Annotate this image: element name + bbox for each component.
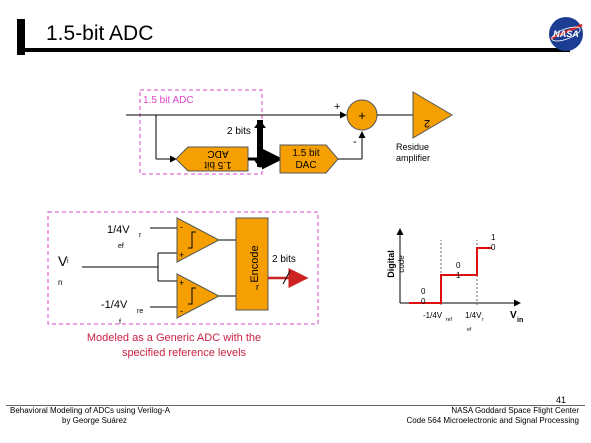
caption-line-2: specified reference levels xyxy=(122,347,247,359)
page-number: 41 xyxy=(556,395,567,405)
amp-gain-label: 2 xyxy=(424,117,430,129)
sum-symbol: + xyxy=(358,108,366,123)
encoder-label-tail: r xyxy=(256,282,259,292)
x-tick-pos-sub: r xyxy=(482,317,484,323)
transfer-characteristic-plot: Digital code V in 0 0 0 1 1 0 -1/4V ref … xyxy=(386,228,523,333)
comp2-minus: - xyxy=(180,306,183,316)
ref-pos-label: 1/4V xyxy=(107,224,130,236)
x-tick-pos: 1/4V xyxy=(465,311,482,320)
sum-plus-sign: + xyxy=(334,101,340,113)
amplifier-triangle-icon xyxy=(412,91,453,139)
generic-adc-dashed-box xyxy=(47,211,319,325)
hysteresis-icon xyxy=(188,287,196,305)
dac-block-label-1: 1.5 bit xyxy=(292,148,319,159)
dac-block xyxy=(279,144,339,174)
x-tick-pos-sub2: ef xyxy=(467,327,472,333)
encoder-block xyxy=(235,217,269,311)
code-10-bottom: 0 xyxy=(491,243,496,252)
encoder-bus-label: 2 bits xyxy=(272,254,296,265)
generic-adc-diagram: 1/4V r ef -1/4V re f V i n - + + - Encod… xyxy=(47,211,319,359)
ref-neg-sub2: f xyxy=(119,319,121,326)
comparator-icon xyxy=(176,217,221,263)
ref-pos-sub2: ef xyxy=(118,243,124,250)
adc-block-label-2: ADC xyxy=(207,148,228,159)
footer-right-line-2: Code 564 Microelectronic and Signal Proc… xyxy=(406,416,579,425)
vin-sub: i xyxy=(67,258,69,265)
pipeline-stage-diagram: 1.5 bit ADC + 1.5 bit ADC 2 bits 1.5 bit… xyxy=(126,89,453,175)
x-axis-label: V xyxy=(510,310,517,321)
caption-line-1: Modeled as a Generic ADC with the xyxy=(87,332,261,344)
comp2-plus: + xyxy=(179,278,184,288)
nasa-logo-text: NASA xyxy=(553,29,579,39)
comp1-plus: + xyxy=(179,250,184,260)
x-tick-neg-sub: ref xyxy=(446,317,452,323)
comp1-minus: - xyxy=(180,222,183,232)
output-bus-slash xyxy=(282,270,291,285)
adc-bus-label: 2 bits xyxy=(227,126,251,137)
bus-arrow-down-icon xyxy=(254,160,266,168)
ref-pos-sub: r xyxy=(139,232,142,239)
sum-minus-sign: - xyxy=(353,136,357,148)
vin-label: V xyxy=(58,253,68,269)
transfer-curve xyxy=(409,247,492,304)
code-01-top: 0 xyxy=(456,261,461,270)
comparator-icon xyxy=(176,273,221,319)
footer-left-line-1: Behavioral Modeling of ADCs using Verilo… xyxy=(10,406,171,415)
ref-neg-label: -1/4V xyxy=(101,299,128,311)
code-00-top: 0 xyxy=(421,287,426,296)
y-axis-label-1: Digital xyxy=(386,250,396,278)
dac-block-label-2: DAC xyxy=(295,160,316,171)
ref-neg-sub: re xyxy=(137,308,143,315)
vin-sub2: n xyxy=(58,278,62,287)
page-title: 1.5-bit ADC xyxy=(46,22,154,45)
adc-block-label-1: 1.5 bit xyxy=(204,159,231,170)
code-01-bottom: 1 xyxy=(456,271,461,280)
bus-arrow-up-icon xyxy=(254,120,266,128)
amp-label-2: amplifier xyxy=(396,153,430,163)
footer-right-line-1: NASA Goddard Space Flight Center xyxy=(451,406,579,415)
code-00-bottom: 0 xyxy=(421,297,426,306)
x-tick-neg: -1/4V xyxy=(423,311,443,320)
nasa-logo-icon: NASA xyxy=(549,17,583,51)
title-underline-bar xyxy=(25,48,570,52)
code-10-top: 1 xyxy=(491,233,496,242)
y-axis-label-2: code xyxy=(397,255,406,273)
adc-box-label: 1.5 bit ADC xyxy=(143,95,194,106)
encoder-label: Encode xyxy=(249,245,261,282)
amp-label-1: Residue xyxy=(396,142,429,152)
footer-divider xyxy=(6,405,585,406)
hysteresis-icon xyxy=(188,231,196,249)
x-axis-label-sub: in xyxy=(517,317,523,324)
title-accent-bar xyxy=(17,19,25,55)
footer-left-line-2: by George Suárez xyxy=(62,416,127,425)
